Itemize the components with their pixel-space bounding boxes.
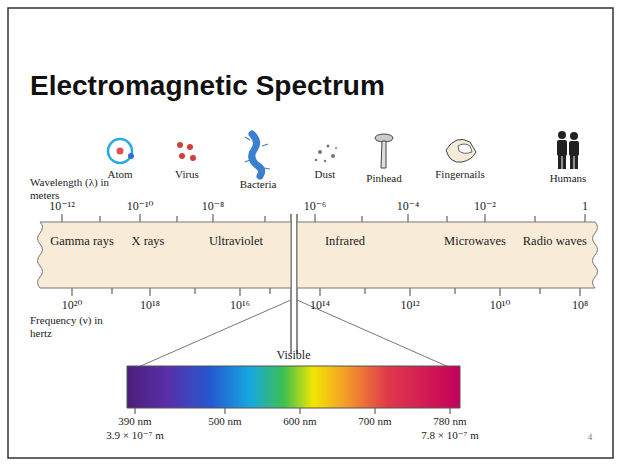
wavelength-value: 1 [582,199,588,214]
frequency-value: 10²⁰ [62,298,82,313]
wavelength-value: 10⁻⁸ [202,199,225,214]
wavelength-value: 10⁻⁶ [304,199,327,214]
spectrum-band: Gamma rays X rays Ultraviolet [40,222,291,288]
visible-heading: Visible [277,348,311,363]
visible-scale [135,408,450,414]
visible-wavelength: 700 nm [358,415,391,427]
visible-wavelength: 390 nm [118,415,151,427]
wavelength-value: 10⁻² [474,199,496,214]
wavelength-value: 10⁻¹⁰ [127,199,154,214]
frequency-value: 10¹⁸ [140,298,160,313]
visible-wavelength-m: 7.8 × 10⁻⁷ m [421,429,478,442]
wavelength-scale [62,214,585,222]
slide-frame [8,8,613,458]
band-shape [297,222,595,288]
wavelength-value: 10⁻¹² [49,199,75,214]
frequency-value: 10⁸ [572,298,588,313]
region-name: Gamma rays [50,234,114,249]
size-example: Humans [550,172,587,184]
axis-title: Wavelength (λ) in meters [30,176,110,201]
fingernail-icon [446,139,476,162]
visible-spectrum-bar: Visible [127,366,460,408]
frequency-value: 10¹⁶ [230,298,250,313]
virus-icon [177,142,196,161]
region-name: Infrared [325,234,365,249]
size-example: Dust [315,168,336,180]
axis-title: Frequency (ν) in hertz [30,314,110,339]
visible-wavelength-m: 3.9 × 10⁻⁷ m [106,429,163,442]
visible-wavelength: 500 nm [208,415,241,427]
size-example: Pinhead [366,172,401,184]
size-example: Atom [107,168,132,180]
wavelength-value: 10⁻⁴ [397,199,420,214]
humans-icon [557,131,579,169]
size-example: Bacteria [240,178,277,190]
spectrum-gradient [127,366,460,408]
frequency-value: 10¹² [400,298,419,313]
visible-wavelength: 600 nm [283,415,316,427]
size-example: Fingernails [435,168,485,180]
region-name: Ultraviolet [209,234,263,249]
band-shape [40,222,291,288]
frequency-value: 10¹⁰ [490,298,510,313]
atom-icon [108,139,134,163]
region-name: Microwaves [444,234,506,249]
frequency-scale [72,288,580,296]
size-example: Virus [175,168,199,180]
frequency-value: 10¹⁴ [310,298,330,313]
bacteria-icon [245,134,270,176]
region-name: X rays [132,234,165,249]
slide-title: Electromagnetic Spectrum [30,70,385,102]
page-number: 4 [588,432,593,442]
region-name: Radio waves [523,234,587,249]
pinhead-icon [375,134,393,168]
dust-icon [315,145,337,163]
spectrum-band: Infrared Microwaves Radio waves [297,222,595,288]
visible-wavelength: 780 nm [433,415,466,427]
